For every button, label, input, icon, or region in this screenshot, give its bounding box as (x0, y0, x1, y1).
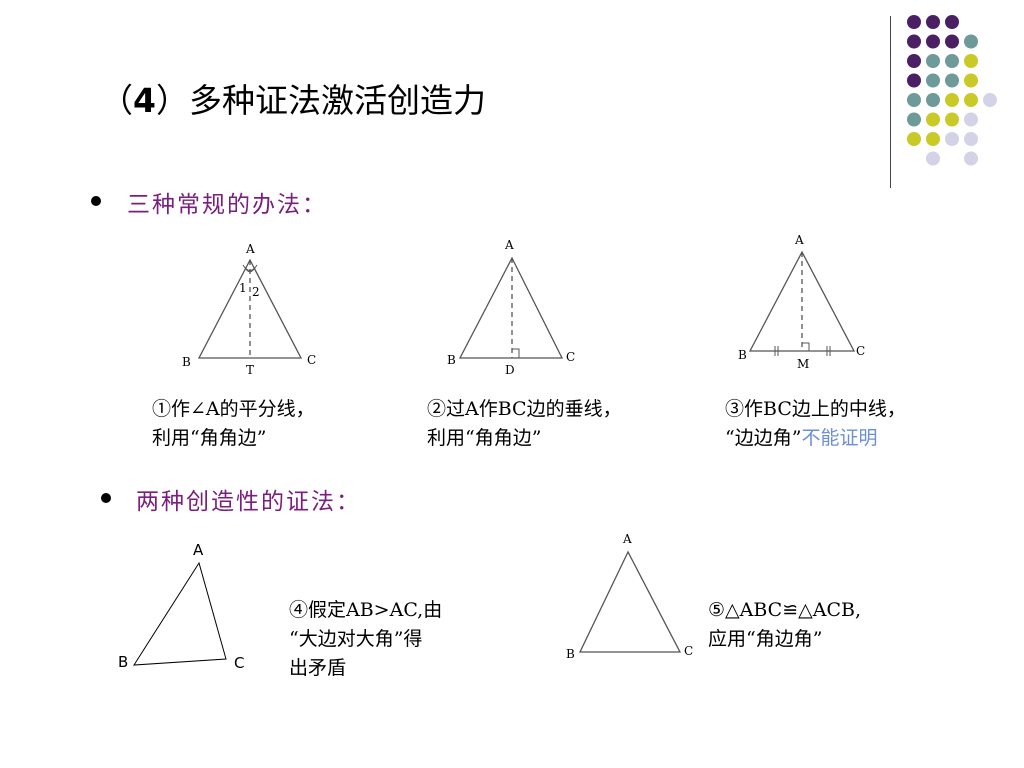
right-angle-mark (512, 348, 520, 358)
caption-line: “大边对大角”得 (289, 628, 423, 650)
label-a: A (794, 233, 804, 247)
caption-method-1: ①作∠A的平分线， 利用“角角边” (152, 395, 315, 453)
label-b: B (118, 653, 128, 671)
decor-dot (926, 54, 940, 68)
section2-heading: 两种创造性的证法： (136, 489, 361, 515)
decor-dot (983, 93, 997, 107)
figure-angle-bisector: A B C T 1 2 (182, 242, 316, 377)
caption-line: 出矛盾 (289, 657, 347, 679)
label-b: B (566, 647, 575, 661)
label-c: C (684, 644, 693, 658)
decor-dot (964, 73, 978, 88)
decor-dot (926, 15, 940, 29)
label-a: A (622, 532, 632, 546)
decor-dot (964, 93, 978, 107)
caption-method-2: ②过A作BC边的垂线， 利用“角角边” (427, 395, 622, 453)
caption-line: ⑤△ABC≌△ACB, (708, 599, 862, 621)
decor-dot (964, 132, 978, 146)
triangle-abc (458, 256, 564, 359)
label-c: C (566, 350, 575, 364)
section1-heading: 三种常规的办法： (127, 192, 327, 218)
decor-dot (907, 132, 921, 146)
caption-line: ①作∠A的平分线， (152, 398, 315, 420)
decor-dot (945, 132, 959, 146)
caption-line: “边边角”不能证明 (725, 424, 906, 453)
triangle-abc (578, 550, 682, 653)
caption-line: ④假定AB>AC,由 (289, 599, 443, 621)
caption-method-5: ⑤△ABC≌△ACB, 应用“角边角” (708, 596, 861, 654)
decor-dot (907, 73, 921, 88)
caption-line: 利用“角角边” (427, 427, 542, 449)
decor-dot (945, 73, 959, 88)
title-divider-line (890, 16, 891, 188)
label-m: M (797, 357, 809, 371)
caption-text: “边边角” (725, 427, 802, 449)
bullet-1 (91, 196, 101, 206)
label-d: D (505, 363, 515, 377)
decor-dot (945, 54, 959, 68)
decor-dot (964, 112, 978, 127)
triangle-abc (748, 250, 856, 352)
decor-dot (926, 73, 940, 88)
caption-line: ③作BC边上的中线， (725, 398, 906, 420)
decor-dot (964, 34, 978, 49)
decor-dot (926, 132, 940, 146)
decor-dot (926, 151, 940, 166)
right-angle-mark (802, 342, 810, 351)
label-a: A (504, 238, 514, 252)
label-c: C (307, 353, 316, 367)
label-t: T (246, 363, 254, 377)
decor-dot (964, 151, 978, 166)
decor-dot (907, 112, 921, 127)
label-a: A (193, 541, 204, 559)
decor-dot-grid (907, 15, 997, 166)
caption-line: 利用“角角边” (152, 427, 267, 449)
bullet-2 (101, 493, 111, 503)
title-prefix: （ (100, 81, 133, 120)
label-c: C (856, 344, 865, 358)
caption-line: ②过A作BC边的垂线， (427, 398, 622, 420)
decor-dot (964, 54, 978, 68)
label-b: B (182, 355, 191, 369)
decor-dot (945, 112, 959, 127)
title-number: 4 (133, 81, 156, 120)
triangle-abc (133, 561, 227, 666)
decor-dot (926, 112, 940, 127)
label-angle-2: 2 (252, 285, 260, 299)
label-b: B (447, 353, 456, 367)
decor-dot (907, 54, 921, 68)
figure-scalene-triangle: A B C (118, 541, 244, 672)
title-text: ）多种证法激活创造力 (155, 81, 486, 120)
figure-altitude: A B C D (447, 238, 575, 377)
decor-dot (907, 93, 921, 107)
label-b: B (738, 348, 747, 362)
decor-dot (907, 15, 921, 29)
figure-median: A B C M (738, 233, 865, 371)
label-angle-1: 1 (239, 281, 247, 295)
caption-method-4: ④假定AB>AC,由 “大边对大角”得 出矛盾 (289, 596, 442, 683)
slide-title: （4）多种证法激活创造力 (100, 74, 486, 122)
decor-dot (926, 34, 940, 49)
angle-mark (242, 264, 258, 271)
decor-dot (907, 34, 921, 49)
decor-dot (945, 34, 959, 49)
figure-isosceles-triangle: A B C (566, 532, 693, 661)
label-c: C (234, 654, 244, 672)
decor-dot (945, 15, 959, 29)
cannot-prove-note: 不能证明 (801, 427, 878, 449)
decor-dot (926, 93, 940, 107)
triangle-abc (197, 258, 303, 359)
decor-dot (945, 93, 959, 107)
caption-method-3: ③作BC边上的中线， “边边角”不能证明 (725, 395, 906, 453)
label-a: A (245, 242, 255, 256)
caption-line: 应用“角边角” (708, 628, 823, 650)
